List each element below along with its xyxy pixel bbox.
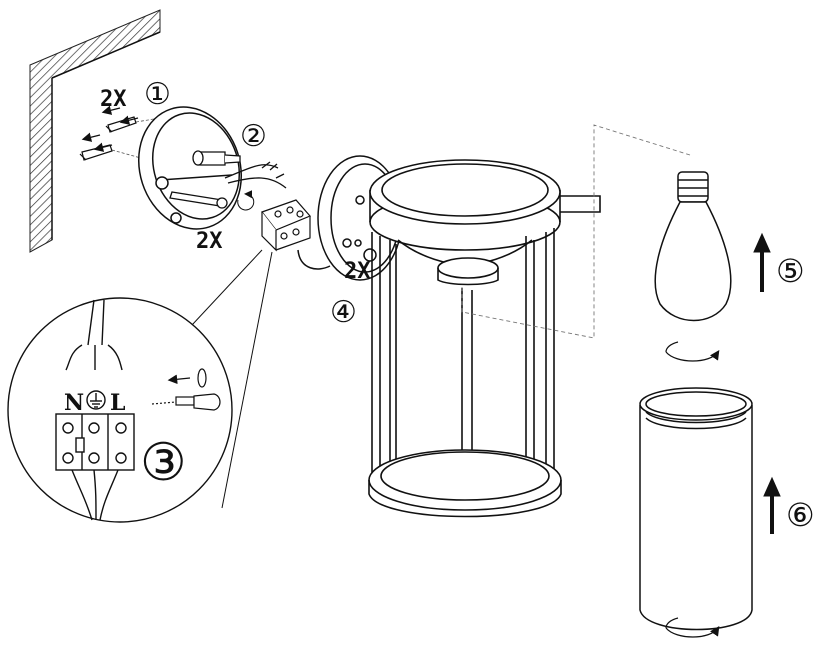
step-number-6: ⑥ bbox=[786, 496, 815, 534]
step-number-3: ③ bbox=[140, 433, 187, 493]
step-number-5: ⑤ bbox=[776, 252, 805, 290]
light-bulb bbox=[654, 171, 732, 322]
rotate-arrow-icon bbox=[665, 617, 720, 638]
rotate-arrow-icon bbox=[665, 341, 720, 362]
screws-qty-label: 2X bbox=[196, 229, 223, 254]
step-number-1: ① bbox=[144, 77, 171, 112]
mounting-screws bbox=[169, 150, 241, 209]
mounting-plate bbox=[137, 106, 243, 230]
wiring-inset bbox=[7, 249, 273, 523]
supply-wires bbox=[224, 161, 287, 189]
rotate-arrow-icon bbox=[237, 190, 255, 211]
arrow-up-icon bbox=[753, 232, 771, 292]
dashed-alignment-line bbox=[461, 124, 691, 339]
step-number-2: ② bbox=[240, 119, 267, 154]
wall-plugs bbox=[79, 105, 139, 161]
wall-corner bbox=[29, 9, 161, 253]
screws-qty-label: 2X bbox=[344, 259, 371, 284]
arrow-up-icon bbox=[763, 476, 781, 534]
glass-shade bbox=[639, 387, 753, 631]
step-number-4: ④ bbox=[330, 295, 357, 330]
neutral-label: N bbox=[64, 390, 84, 416]
screwdriver-icon bbox=[151, 368, 221, 411]
screws-qty-label: 2X bbox=[100, 87, 127, 112]
terminal-block bbox=[261, 199, 312, 252]
live-label: L bbox=[110, 390, 125, 416]
lamp-body bbox=[368, 159, 601, 518]
